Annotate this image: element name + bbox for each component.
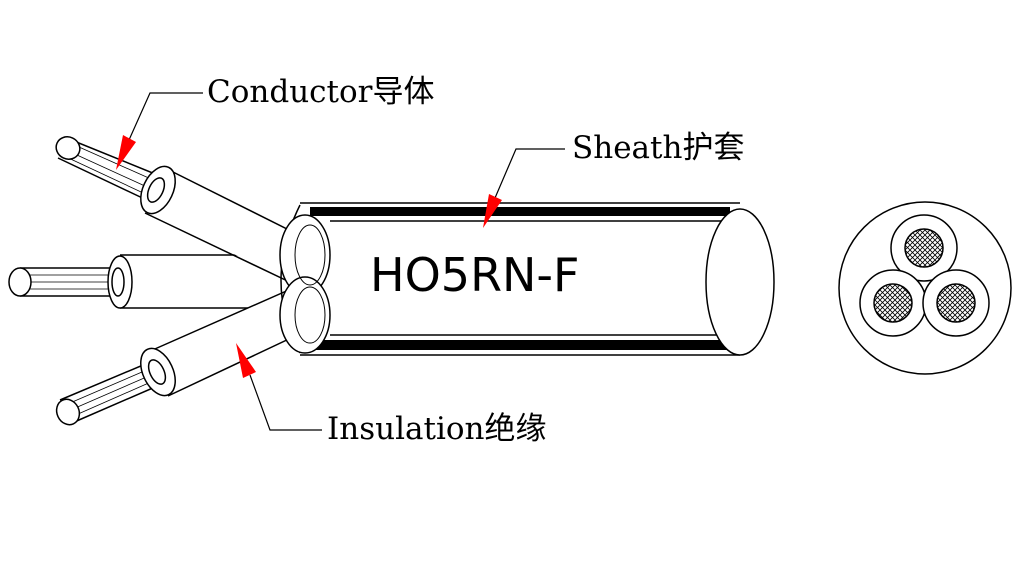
sheath-label: Sheath护套 — [572, 130, 744, 166]
cross-section — [838, 201, 1012, 375]
conductor-top — [55, 136, 166, 204]
insulation-label: Insulation绝缘 — [327, 411, 546, 447]
conductor-callout — [116, 92, 203, 170]
conductor-label: Conductor导体 — [207, 74, 434, 110]
cable-model-text: HO5RN-F — [370, 248, 580, 302]
sheath-callout — [483, 148, 565, 228]
insulation-callout — [236, 343, 322, 431]
conductor-middle — [8, 267, 118, 297]
core-ends-at-sheath — [279, 214, 331, 354]
sheath-body — [280, 202, 775, 356]
conductor-bottom — [55, 359, 163, 426]
